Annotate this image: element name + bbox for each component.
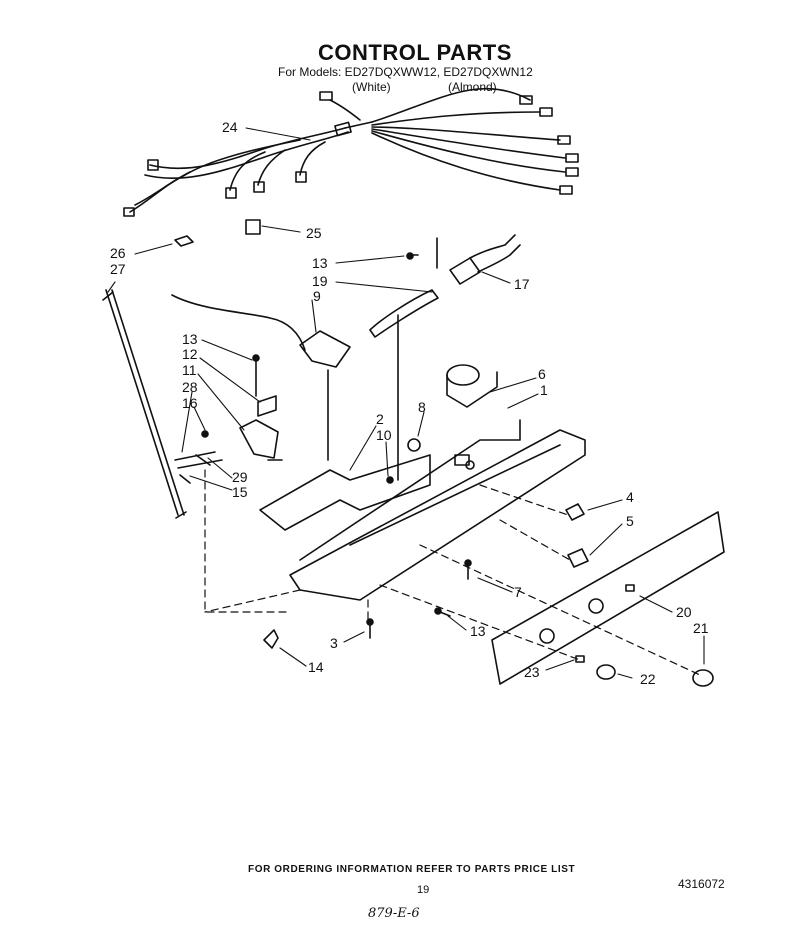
knob-26 [692,669,714,687]
document-number: 4316072 [678,877,725,891]
clip-14 [263,629,279,649]
handwritten-note: 879-E-6 [368,906,420,921]
callout-13-left: 13 [182,331,198,347]
thermostat-9 [299,330,351,368]
callout-3: 3 [330,635,338,651]
callout-1: 1 [540,382,548,398]
callout-8: 8 [418,399,426,415]
models-line: For Models: ED27DQXWW12, ED27DQXWN12 [278,65,533,79]
callout-28: 23 [524,664,540,680]
socket-4 [565,503,585,521]
callout-19: 19 [312,273,328,289]
control-panel-25 [491,511,725,685]
wiring-harness [123,87,579,217]
callout-21: 25 [306,225,322,241]
callout-10: 10 [376,427,392,443]
callout-6: 6 [538,366,546,382]
callout-12: 12 [182,346,198,362]
callout-13-top: 13 [312,255,328,271]
control-rod-23 [105,289,185,516]
callout-15: 15 [232,484,248,500]
socket-5 [567,548,589,568]
bracket-2 [259,454,431,531]
variant-white: (White) [352,80,391,94]
callout-22: 26 [110,245,126,261]
callout-27: 22 [640,671,656,687]
control-housing-1 [289,429,586,601]
callout-24: 28 [182,379,198,395]
callout-13-bottom: 13 [470,623,486,639]
callout-25: 20 [676,604,692,620]
callout-4: 4 [626,489,634,505]
callout-23: 27 [110,261,126,277]
callout-2: 2 [376,411,384,427]
clip-22 [174,235,194,247]
variant-almond: (Almond) [448,80,497,94]
ordering-note: FOR ORDERING INFORMATION REFER TO PARTS … [248,864,576,875]
sensor-19 [369,289,439,338]
callout-11: 11 [182,362,197,378]
motor-6 [446,364,480,386]
cam-11 [239,419,279,459]
capillary-tube [171,294,306,351]
callout-5: 5 [626,513,634,529]
callout-29: 29 [232,469,248,485]
callout-7: 7 [514,584,522,600]
callout-9: 9 [313,288,321,304]
capacitor-17 [449,257,481,285]
callout-20: 24 [222,119,238,135]
grommet-8 [407,438,421,452]
page-number: 19 [417,884,430,896]
callout-16: 16 [182,395,198,411]
knob-27 [596,664,616,680]
callout-14: 14 [308,659,324,675]
wire-clip-21 [245,219,261,235]
callout-26: 21 [693,620,709,636]
page-title: CONTROL PARTS [318,40,512,65]
callout-17: 17 [514,276,530,292]
bracket-12 [257,395,277,417]
